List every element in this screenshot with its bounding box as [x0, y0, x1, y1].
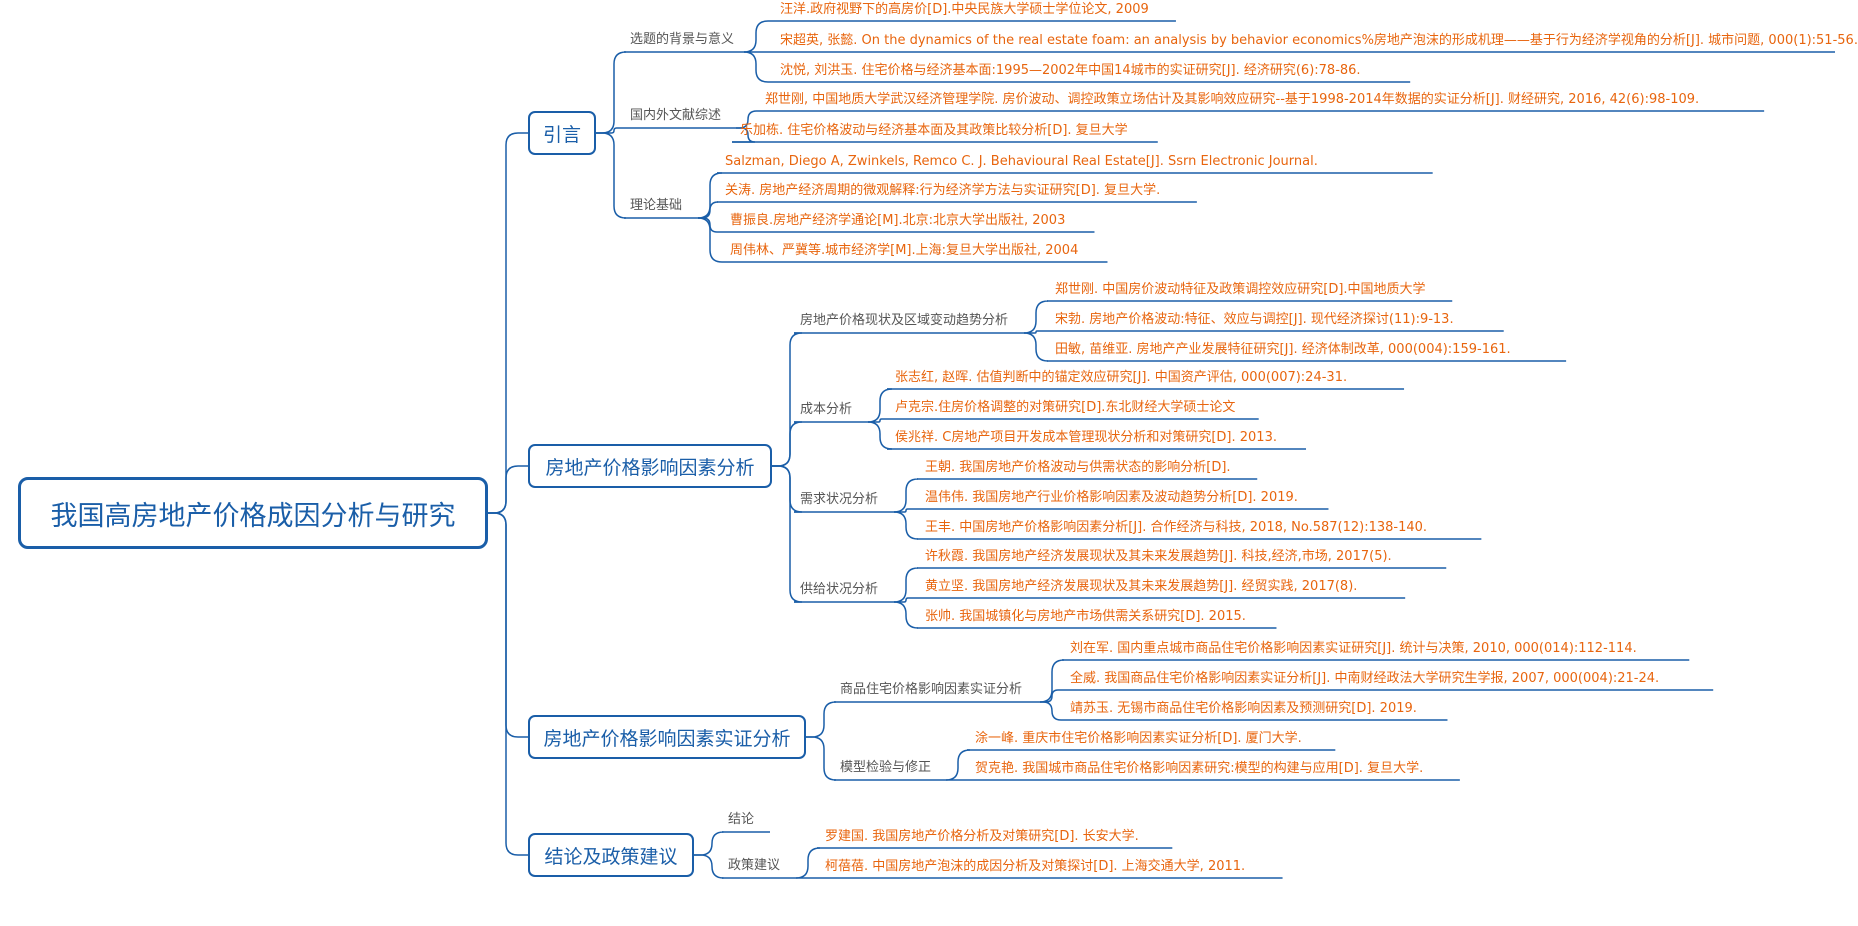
reference-item[interactable]: 乐加栋. 住宅价格波动与经济基本面及其政策比较分析[D]. 复旦大学 — [740, 123, 1128, 138]
reference-item[interactable]: 王朝. 我国房地产价格波动与供需状态的影响分析[D]. — [925, 460, 1231, 475]
reference-item[interactable]: 周伟林、严冀等.城市经济学[M].上海:复旦大学出版社, 2004 — [730, 243, 1079, 258]
reference-item[interactable]: 张志红, 赵晖. 估值判断中的锚定效应研究[J]. 中国资产评估, 000(00… — [895, 370, 1348, 385]
reference-item[interactable]: 曹振良.房地产经济学通论[M].北京:北京大学出版社, 2003 — [730, 213, 1066, 228]
subtopic-2-3[interactable]: 需求状况分析 — [800, 492, 879, 507]
subtopic-2-1[interactable]: 房地产价格现状及区域变动趋势分析 — [800, 313, 1009, 328]
branch-topic-3[interactable]: 房地产价格影响因素实证分析 — [528, 715, 806, 759]
reference-item[interactable]: 张帅. 我国城镇化与房地产市场供需关系研究[D]. 2015. — [925, 609, 1246, 624]
reference-item[interactable]: 卢克宗.住房价格调整的对策研究[D].东北财经大学硕士论文 — [895, 400, 1236, 415]
reference-item[interactable]: 柯蓓蓓. 中国房地产泡沫的成因分析及对策探讨[D]. 上海交通大学, 2011. — [825, 859, 1246, 874]
reference-item[interactable]: 王丰. 中国房地产价格影响因素分析[J]. 合作经济与科技, 2018, No.… — [925, 520, 1428, 535]
reference-item[interactable]: 温伟伟. 我国房地产行业价格影响因素及波动趋势分析[D]. 2019. — [925, 490, 1298, 505]
subtopic-4-2[interactable]: 政策建议 — [728, 858, 781, 873]
subtopic-2-4[interactable]: 供给状况分析 — [800, 582, 879, 597]
branch-topic-2[interactable]: 房地产价格影响因素分析 — [528, 444, 772, 488]
reference-item[interactable]: 许秋霞. 我国房地产经济发展现状及其未来发展趋势[J]. 科技,经济,市场, 2… — [925, 549, 1392, 564]
reference-item[interactable]: 关涛. 房地产经济周期的微观解释:行为经济学方法与实证研究[D]. 复旦大学. — [725, 183, 1161, 198]
reference-item[interactable]: 涂一峰. 重庆市住宅价格影响因素实证分析[D]. 厦门大学. — [975, 731, 1302, 746]
branch-topic-4[interactable]: 结论及政策建议 — [528, 833, 694, 877]
reference-item[interactable]: 田敏, 苗维亚. 房地产产业发展特征研究[J]. 经济体制改革, 000(004… — [1055, 342, 1511, 357]
subtopic-3-2[interactable]: 模型检验与修正 — [840, 760, 932, 775]
reference-item[interactable]: 刘在军. 国内重点城市商品住宅价格影响因素实证研究[J]. 统计与决策, 201… — [1070, 641, 1637, 656]
subtopic-2-2[interactable]: 成本分析 — [800, 402, 853, 417]
reference-item[interactable]: Salzman, Diego A, Zwinkels, Remco C. J. … — [725, 154, 1318, 169]
subtopic-1-2[interactable]: 国内外文献综述 — [630, 108, 722, 123]
reference-item[interactable]: 黄立坚. 我国房地产经济发展现状及其未来发展趋势[J]. 经贸实践, 2017(… — [925, 579, 1358, 594]
subtopic-1-3[interactable]: 理论基础 — [630, 198, 683, 213]
subtopic-4-1[interactable]: 结论 — [728, 812, 755, 827]
reference-item[interactable]: 侯兆祥. C房地产项目开发成本管理现状分析和对策研究[D]. 2013. — [895, 430, 1277, 445]
reference-item[interactable]: 靖苏玉. 无锡市商品住宅价格影响因素及预测研究[D]. 2019. — [1070, 701, 1417, 716]
reference-item[interactable]: 罗建国. 我国房地产价格分析及对策研究[D]. 长安大学. — [825, 829, 1139, 844]
subtopic-1-1[interactable]: 选题的背景与意义 — [630, 32, 735, 47]
reference-item[interactable]: 郑世刚, 中国地质大学武汉经济管理学院. 房价波动、调控政策立场估计及其影响效应… — [765, 92, 1700, 107]
reference-item[interactable]: 全威. 我国商品住宅价格影响因素实证分析[J]. 中南财经政法大学研究生学报, … — [1070, 671, 1660, 686]
reference-item[interactable]: 沈悦, 刘洪玉. 住宅价格与经济基本面:1995—2002年中国14城市的实证研… — [780, 63, 1361, 78]
branch-topic-1[interactable]: 引言 — [528, 111, 596, 155]
root-topic[interactable]: 我国高房地产价格成因分析与研究 — [18, 477, 488, 549]
reference-item[interactable]: 宋超英, 张懿. On the dynamics of the real est… — [780, 33, 1858, 48]
subtopic-3-1[interactable]: 商品住宅价格影响因素实证分析 — [840, 682, 1023, 697]
reference-item[interactable]: 汪洋.政府视野下的高房价[D].中央民族大学硕士学位论文, 2009 — [780, 2, 1149, 17]
reference-item[interactable]: 宋勃. 房地产价格波动:特征、效应与调控[J]. 现代经济探讨(11):9-13… — [1055, 312, 1454, 327]
reference-item[interactable]: 郑世刚. 中国房价波动特征及政策调控效应研究[D].中国地质大学 — [1055, 282, 1426, 297]
reference-item[interactable]: 贺克艳. 我国城市商品住宅价格影响因素研究:模型的构建与应用[D]. 复旦大学. — [975, 761, 1424, 776]
